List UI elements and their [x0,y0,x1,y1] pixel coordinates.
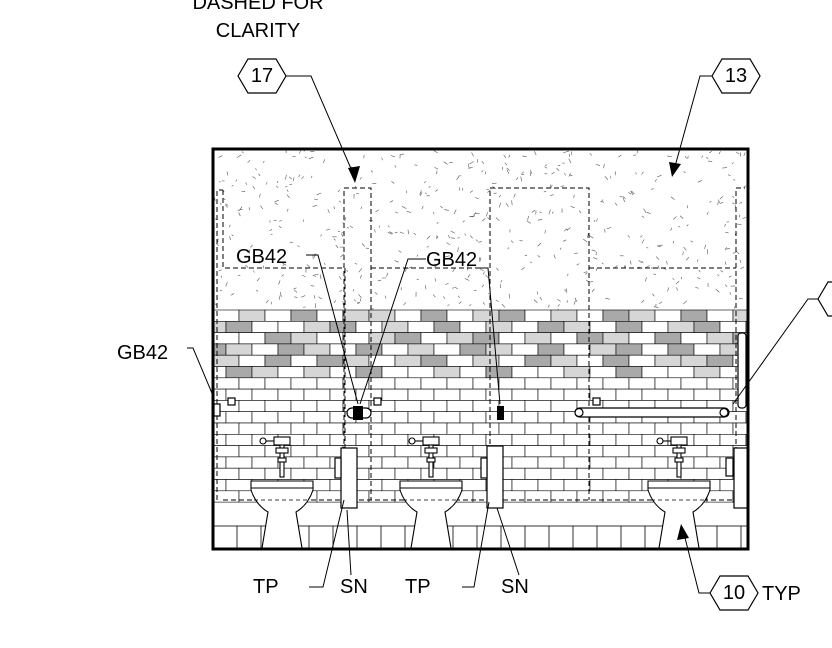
grab-bar-label: GB42 [236,246,287,268]
keynote-tag-13: 13 [669,58,761,177]
toilet-paper-label: TP [405,576,431,598]
keynote-number: 17 [251,65,273,87]
grab-bar-mid2 [497,406,504,420]
grab-bar-label: GB42 [117,342,168,364]
sanitary-napkin-dispenser [334,447,358,509]
grab-bar-label: GB42 [426,249,477,271]
water-closet [399,436,463,549]
note-line-2: CLARITY [216,20,300,42]
keynote-number: 13 [725,65,747,87]
grab-bar-mid1 [346,397,382,420]
keynote-number: 10 [723,582,745,604]
keynote-tag-partial [732,281,832,405]
keynote-tag-10: 10 TYP [677,524,801,611]
concrete-texture [213,149,747,313]
water-closet [250,436,314,549]
keynote-tag-17: 17 [237,58,360,183]
sanitary-napkin-label: SN [501,576,529,598]
typical-note: TYP [762,583,801,605]
sanitary-napkin-dispenser [725,447,748,509]
sanitary-napkin-dispenser [480,445,504,509]
hidden-partitions [216,187,745,501]
sanitary-napkin-label: SN [340,576,368,598]
grab-bar-long [574,332,747,418]
note-line-1: DASHED FOR [192,0,323,14]
toilet-paper-label: TP [253,576,279,598]
